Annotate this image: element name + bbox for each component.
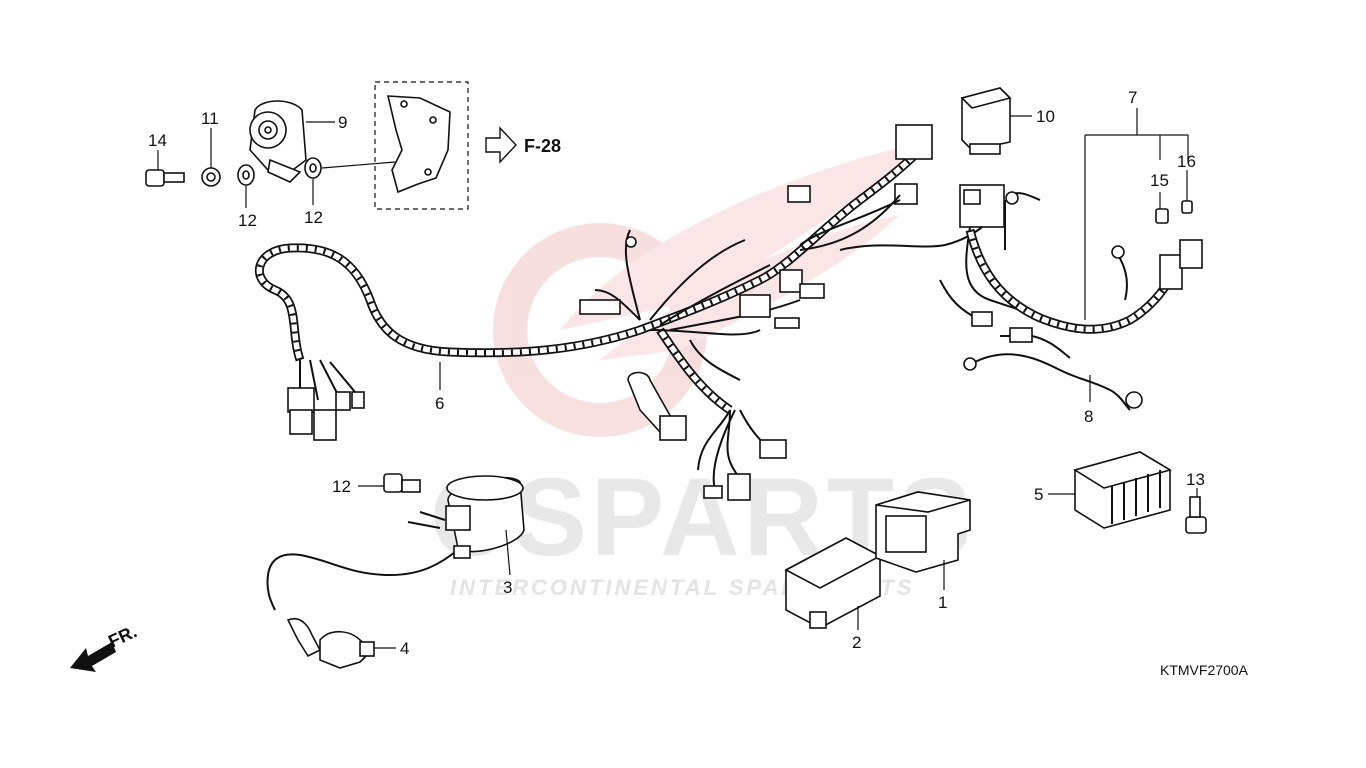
cross-reference-label: F-28 [524, 136, 561, 156]
ground-wire-8[interactable] [963, 327, 1143, 411]
callout-16: 15 [1150, 171, 1169, 190]
ignition-coil-3[interactable] [266, 475, 525, 611]
callout-6: 6 [435, 394, 444, 413]
callout-9: 9 [338, 113, 347, 132]
washer-12a[interactable] [237, 164, 255, 208]
bolt-14[interactable] [1185, 488, 1207, 534]
regulator-rectifier-5[interactable] [1048, 451, 1173, 529]
horn-bracket-box [374, 81, 469, 210]
cdi-unit-2[interactable] [784, 537, 882, 630]
callout-11: 11 [201, 109, 219, 128]
watermark-logo-icon [493, 140, 930, 437]
wire-harness-6[interactable] [254, 124, 933, 501]
callout-8: 8 [1084, 407, 1093, 426]
fuse-17[interactable] [1181, 170, 1193, 214]
horn-9[interactable] [249, 100, 335, 183]
sub-harness-7[interactable] [839, 108, 1203, 334]
diagram-reference-code: KTMVF2700A [1160, 662, 1249, 678]
callout-2: 2 [852, 633, 861, 652]
callout-4: 4 [400, 639, 409, 658]
nut-11[interactable] [201, 128, 221, 187]
callout-12b: 12 [304, 208, 323, 227]
callout-13: 12 [332, 477, 351, 496]
callout-12a: 12 [238, 211, 257, 230]
callout-14: 13 [1186, 470, 1205, 489]
front-direction-arrow-icon [70, 642, 116, 672]
cdi-cover-1[interactable] [875, 491, 971, 590]
bolt-13[interactable] [358, 473, 421, 493]
callout-10: 10 [1036, 107, 1055, 126]
spark-plug-cap-4[interactable] [286, 617, 396, 669]
bolt-15[interactable] [145, 150, 185, 187]
callout-15: 14 [148, 131, 167, 150]
callout-17: 16 [1177, 152, 1196, 171]
washer-12b[interactable] [304, 157, 396, 205]
callout-1: 1 [938, 593, 947, 612]
cross-reference-arrow [485, 126, 517, 164]
fuse-16[interactable] [1155, 192, 1169, 224]
callout-7: 7 [1128, 88, 1137, 107]
callout-3: 3 [503, 578, 512, 597]
callout-5: 5 [1034, 485, 1043, 504]
relay-10[interactable] [960, 87, 1032, 155]
